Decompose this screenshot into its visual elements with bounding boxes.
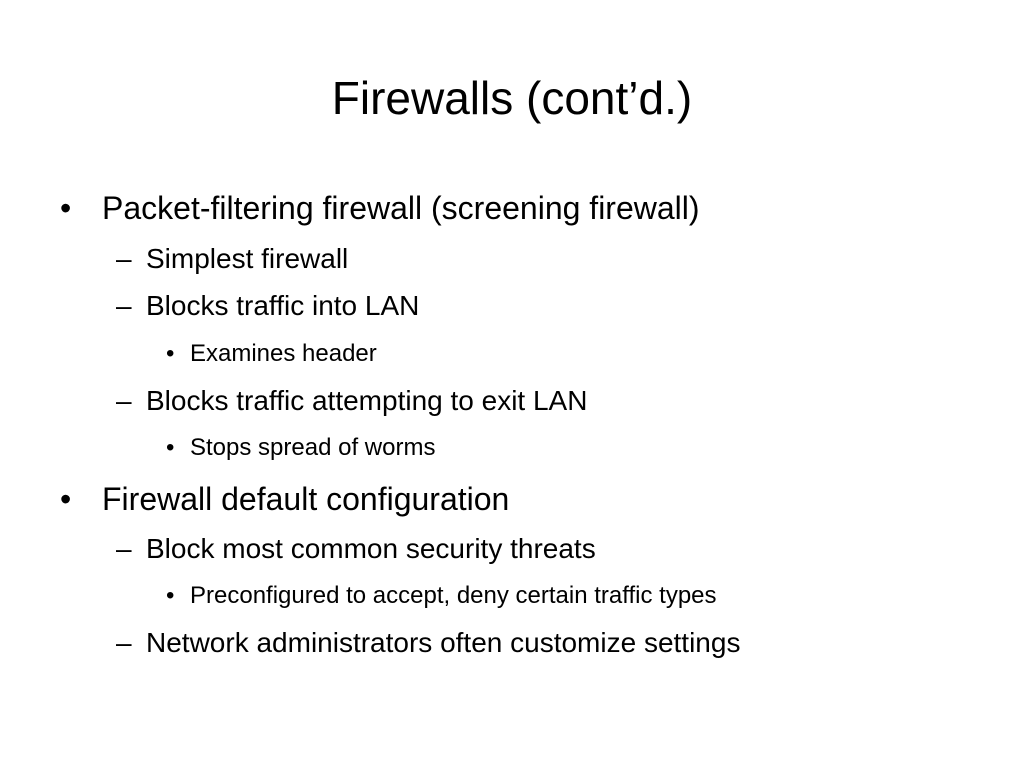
- dash-marker: –: [116, 533, 132, 564]
- bullet-level-3: • Stops spread of worms: [166, 433, 435, 463]
- dash-marker: –: [116, 627, 132, 658]
- bullet-marker: •: [60, 190, 72, 226]
- bullet-level-1: • Packet-filtering firewall (screening fi…: [60, 188, 700, 228]
- bullet-marker: •: [166, 434, 175, 461]
- bullet-text: Examines header: [190, 340, 377, 367]
- bullet-text: Stops spread of worms: [190, 434, 436, 461]
- dash-marker: –: [116, 243, 132, 274]
- bullet-level-2: –Network administrators often customize …: [116, 625, 740, 661]
- bullet-level-1: • Firewall default configuration: [60, 479, 509, 519]
- bullet-marker: •: [60, 481, 72, 517]
- bullet-text: Blocks traffic attempting to exit LAN: [146, 385, 588, 416]
- bullet-marker: •: [166, 340, 175, 367]
- bullet-text: Block most common security threats: [146, 533, 596, 564]
- bullet-level-2: –Blocks traffic attempting to exit LAN: [116, 383, 587, 419]
- bullet-text: Network administrators often customize s…: [146, 627, 741, 658]
- slide-title: Firewalls (cont’d.): [331, 72, 693, 124]
- bullet-marker: •: [166, 582, 175, 609]
- bullet-level-2: –Simplest firewall: [116, 241, 348, 277]
- bullet-text: Blocks traffic into LAN: [146, 290, 420, 321]
- bullet-text: Firewall default configuration: [102, 481, 510, 517]
- bullet-level-2: –Blocks traffic into LAN: [116, 288, 419, 324]
- bullet-text: Packet-filtering firewall (screening fir…: [102, 190, 700, 226]
- dash-marker: –: [116, 290, 132, 321]
- bullet-level-3: • Preconfigured to accept, deny certain t…: [166, 581, 717, 611]
- bullet-text: Preconfigured to accept, deny certain tr…: [190, 582, 717, 609]
- bullet-text: Simplest firewall: [146, 243, 349, 274]
- dash-marker: –: [116, 385, 132, 416]
- bullet-level-3: • Examines header: [166, 339, 377, 369]
- bullet-level-2: –Block most common security threats: [116, 531, 596, 567]
